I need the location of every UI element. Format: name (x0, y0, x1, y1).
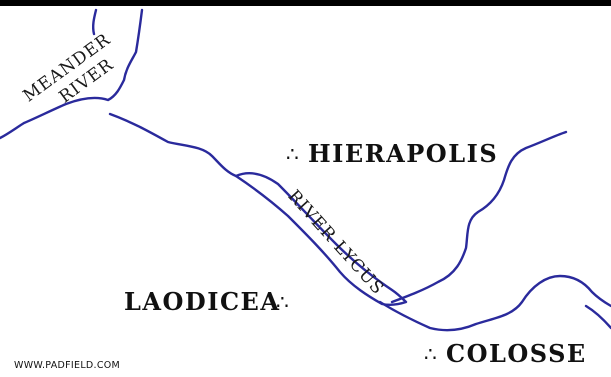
laodicea-label: LAODICEA (124, 287, 280, 316)
map-credit: WWW.PADFIELD.COM (14, 360, 120, 371)
hierapolis-branch (390, 130, 568, 304)
right-spur (584, 304, 611, 330)
map-canvas: MEANDER RIVER RIVER LYCUS ∴ HIERAPOLIS L… (0, 8, 611, 371)
colosse-site-marker: ∴ (424, 342, 437, 366)
meander-river-label-group: MEANDER RIVER (20, 30, 118, 108)
meander-lycus-tributary (108, 112, 238, 178)
meander-river-outline (0, 8, 144, 140)
hierapolis-site-marker: ∴ (286, 142, 299, 166)
river-lycus-label: RIVER LYCUS (284, 186, 388, 299)
river-lycus-outline (234, 172, 408, 307)
hierapolis-label: HIERAPOLIS (308, 139, 498, 168)
laodicea-site-marker: ∴ (276, 290, 289, 314)
colosse-label: COLOSSE (446, 339, 587, 368)
meander-river-edge (91, 8, 98, 36)
river-lycus-label-group: RIVER LYCUS (284, 186, 388, 299)
colosse-river (378, 274, 611, 332)
